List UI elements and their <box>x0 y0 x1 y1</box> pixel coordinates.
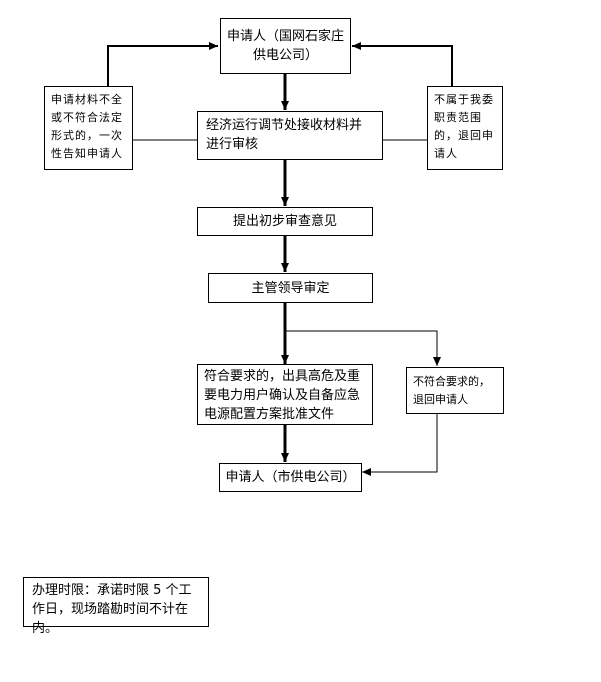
node-applicant-top: 申请人（国网石家庄供电公司） <box>220 18 351 74</box>
time-limit-note: 办理时限：承诺时限 5 个工作日，现场踏勘时间不计在内。 <box>23 577 209 636</box>
arrow-incomplete-to-applicant <box>107 42 218 86</box>
node-leader-review: 主管领导审定 <box>208 273 373 303</box>
node-out-of-scope: 不属于我委职责范围的，退回申请人 <box>427 86 503 170</box>
node-applicant-bottom: 申请人（市供电公司） <box>219 463 362 492</box>
node-incomplete-materials: 申请材料不全或不符合法定形式的，一次性告知申请人 <box>44 86 133 170</box>
node-reject: 不符合要求的，退回申请人 <box>406 367 504 414</box>
arrow-outofscope-to-applicant <box>352 42 453 86</box>
node-approve: 符合要求的，出具高危及重要电力用户确认及自备应急电源配置方案批准文件 <box>197 364 373 425</box>
node-receive-review: 经济运行调节处接收材料并进行审核 <box>197 111 383 160</box>
arrow-leader-to-reject <box>285 330 441 366</box>
arrow-reject-to-applicant <box>362 414 438 476</box>
node-preliminary-opinion: 提出初步审查意见 <box>197 207 373 236</box>
